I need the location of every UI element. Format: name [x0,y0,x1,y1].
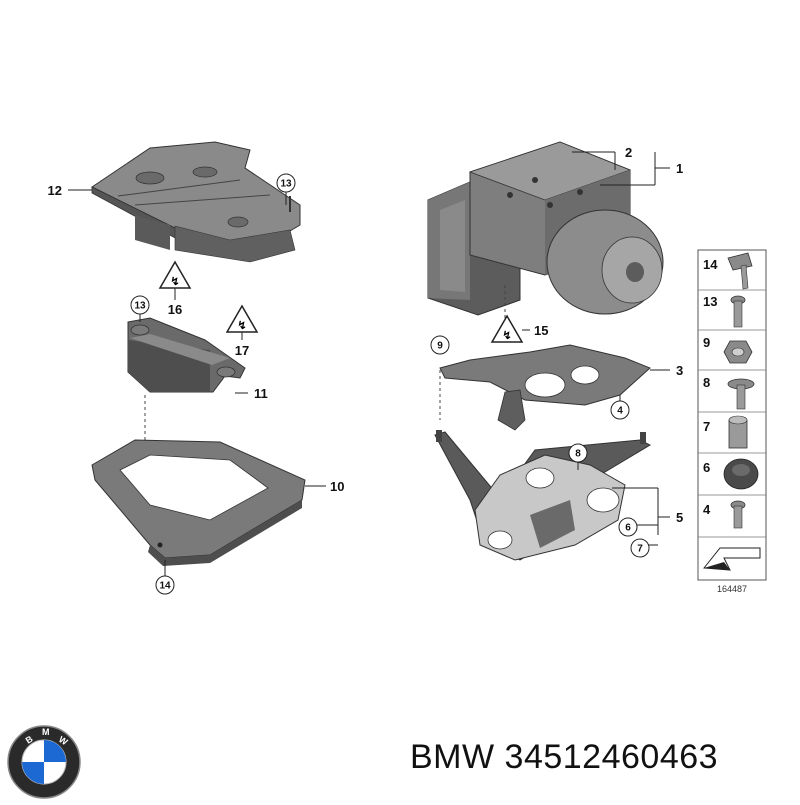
legend-row-4: 4 [703,500,746,529]
warning-triangle-icon: ↯ [158,260,192,289]
callout-17: 17 [235,343,249,358]
hydraulic-unit-part-1 [427,141,664,325]
sleeve-icon [728,415,748,449]
circled-callout-14: 14 [155,575,175,595]
support-plate-part-10 [91,439,306,566]
circled-callout-13: 13 [130,295,150,315]
control-unit-part-11 [127,317,246,460]
circled-callout-9: 9 [430,335,450,355]
direction-arrow-icon [703,547,761,571]
callout-2: 2 [625,145,632,160]
callout-16: 16 [168,302,182,317]
svg-text:13: 13 [134,301,146,312]
svg-text:7: 7 [637,544,643,555]
flange-bolt-icon [727,378,755,410]
callout-5: 5 [676,510,683,525]
legend-row-6: 6 [703,458,759,490]
legend-row-7: 7 [703,415,748,449]
fastener-legend: 14 13 9 8 [697,249,767,594]
circled-callouts: 13 13 14 9 4 8 6 7 [130,173,650,595]
legend-row-9: 9 [703,335,753,364]
legend-number: 9 [703,335,710,350]
circled-callout-8: 8 [568,443,588,463]
callout-1: 1 [676,161,683,176]
legend-row-14: 14 [703,252,753,290]
svg-text:↯: ↯ [237,320,246,332]
legend-number: 8 [703,375,710,390]
svg-text:13: 13 [280,179,292,190]
brand-name: BMW [410,738,495,776]
legend-row-8: 8 [703,375,755,410]
legend-row-13: 13 [703,294,746,328]
circled-callout-6: 6 [618,517,638,537]
warning-triangle-icon: ↯ [225,304,259,333]
callout-labels: 12 16 17 11 10 2 1 15 3 5 [48,145,684,525]
legend-number: 7 [703,419,710,434]
callout-15: 15 [534,323,548,338]
legend-number: 14 [703,257,718,272]
bmw-logo: B M W [6,724,82,800]
rubber-mount-icon [723,458,759,490]
svg-text:4: 4 [617,406,623,417]
bracket-part-12 [91,141,301,263]
svg-text:B: B [24,734,35,746]
callout-10: 10 [330,479,344,494]
svg-text:6: 6 [625,523,631,534]
warning-triangle-icon: ↯ [490,314,524,343]
svg-text:8: 8 [575,449,581,460]
circled-callout-4: 4 [610,400,630,420]
svg-text:↯: ↯ [502,330,511,342]
hex-bolt-icon [727,252,753,290]
callout-12: 12 [48,183,62,198]
svg-text:14: 14 [159,581,171,592]
diagram-id: 164487 [717,584,747,594]
callout-3: 3 [676,363,683,378]
svg-text:M: M [42,727,50,737]
part-number: 34512460463 [504,738,719,776]
circled-callout-13: 13 [276,173,296,193]
svg-text:↯: ↯ [170,276,179,288]
callout-11: 11 [254,386,268,401]
bolt-icon [730,295,746,328]
leader-lines [68,151,670,576]
part-number-label: BMW 34512460463 [410,738,790,788]
nut-icon [723,340,753,364]
legend-number: 6 [703,460,710,475]
legend-number: 4 [703,502,711,517]
svg-text:9: 9 [437,341,443,352]
legend-number: 13 [703,294,717,309]
circled-callout-7: 7 [630,538,650,558]
bracket-part-5 [434,430,652,561]
plate-part-3 [439,344,651,431]
bolt-icon [730,500,746,529]
